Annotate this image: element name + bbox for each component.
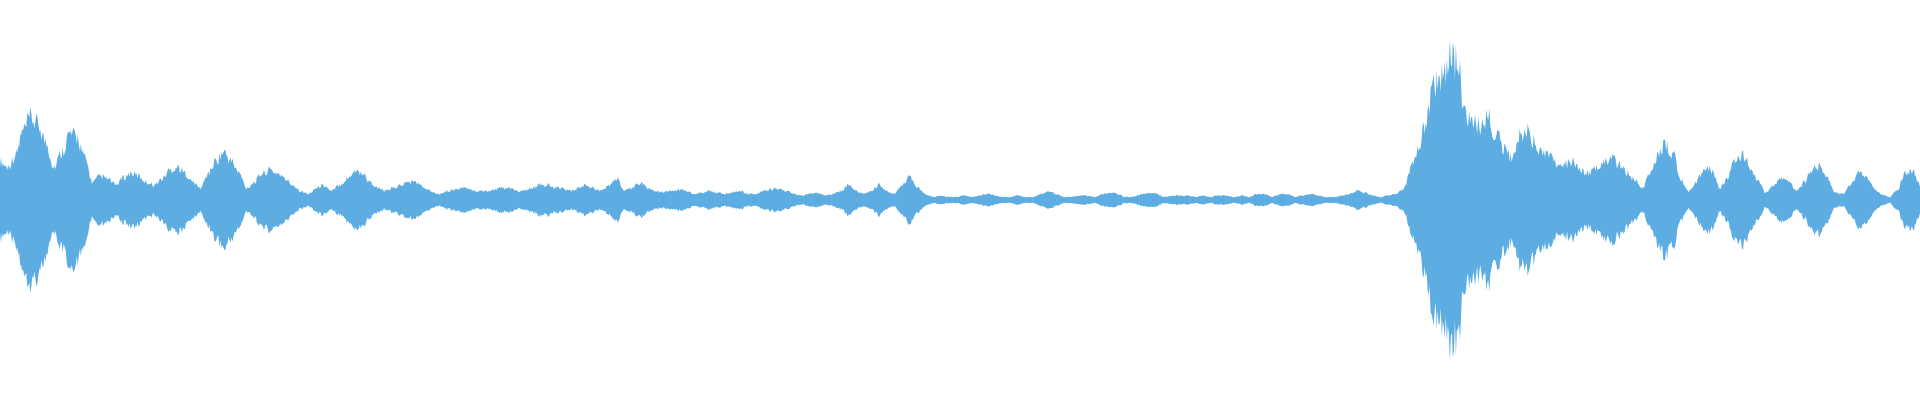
waveform-bars: [0, 38, 1920, 362]
